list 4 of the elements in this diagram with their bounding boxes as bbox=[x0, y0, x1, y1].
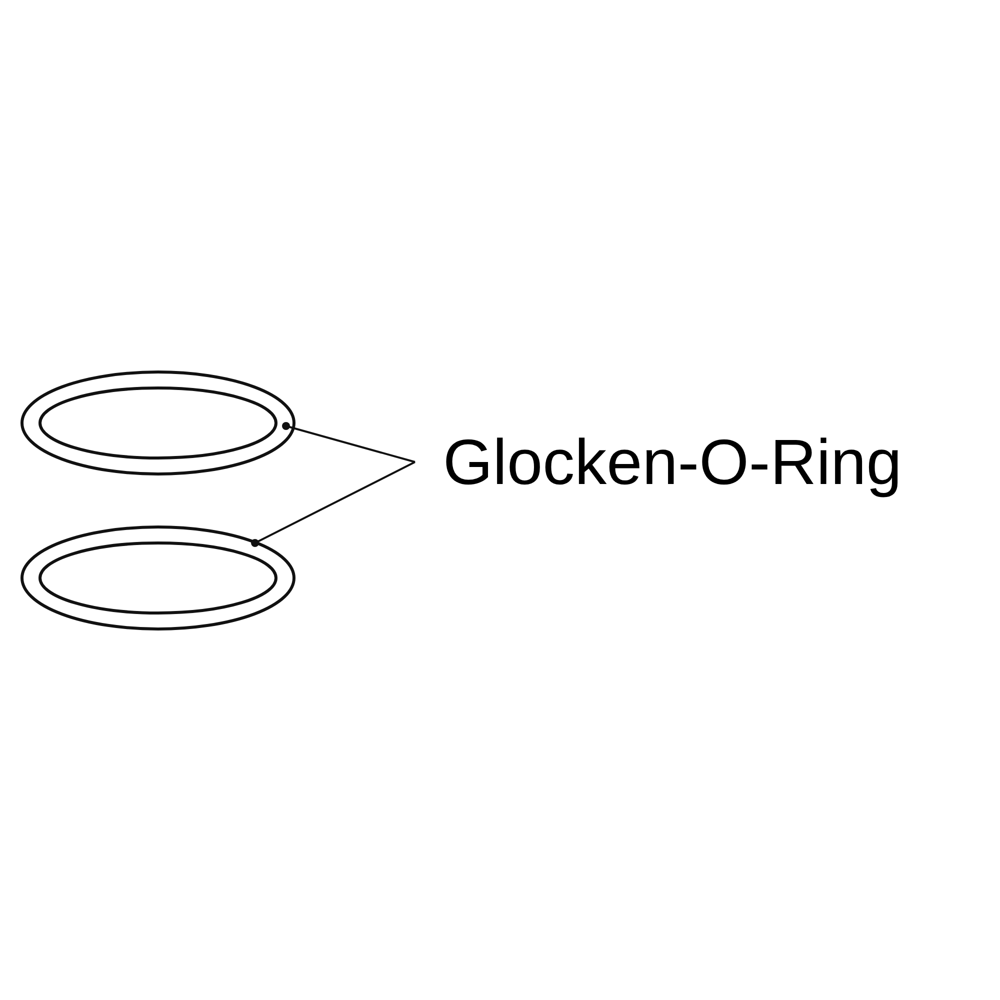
o-ring-drawing bbox=[20, 370, 296, 476]
o-ring-drawing bbox=[20, 525, 296, 631]
leader-line bbox=[282, 422, 416, 463]
leader-line bbox=[251, 461, 416, 547]
